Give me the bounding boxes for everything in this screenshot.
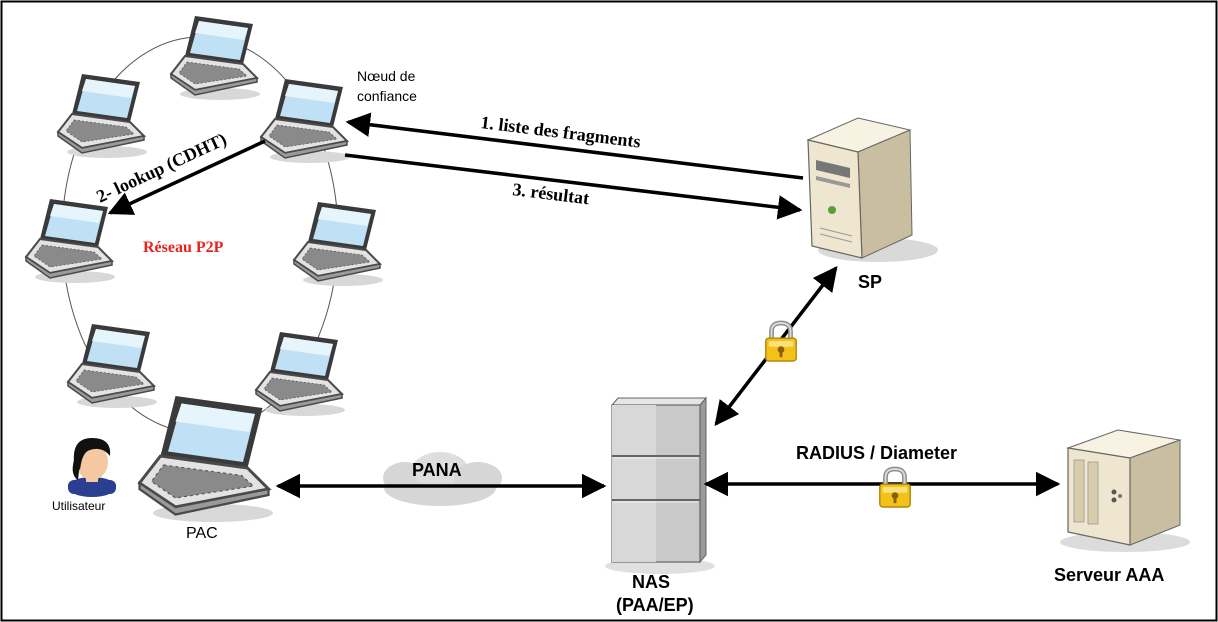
padlock-icon (880, 469, 910, 507)
radius-diameter-label: RADIUS / Diameter (796, 443, 957, 463)
sp-server-icon (806, 117, 938, 262)
aaa-server-icon (1060, 429, 1190, 552)
nas-sublabel: (PAA/EP) (616, 595, 694, 615)
arrow-step2 (107, 139, 266, 215)
user-label: Utilisateur (52, 499, 105, 513)
pana-label: PANA (412, 460, 462, 480)
arrow-step3 (344, 153, 803, 220)
laptop-icon (293, 201, 384, 287)
aaa-server-label: Serveur AAA (1054, 565, 1164, 585)
laptop-icon (57, 73, 148, 159)
trusted-node-label-line1: Nœud de (357, 68, 416, 84)
arrow-step1 (345, 112, 804, 180)
user-icon (68, 438, 116, 497)
nas-server-icon (605, 396, 715, 574)
laptop-icon (255, 331, 346, 417)
trusted-node-label-line2: confiance (357, 88, 417, 104)
step1-label: 1. liste des fragments (480, 112, 642, 151)
laptop-icon (260, 78, 351, 164)
nas-label: NAS (632, 572, 670, 592)
laptop-icon (170, 15, 261, 101)
pac-label: PAC (186, 525, 218, 542)
sp-label: SP (858, 272, 882, 292)
laptop-icon (25, 198, 116, 284)
pac-laptop-icon (137, 394, 275, 524)
padlock-icon (766, 323, 796, 361)
p2p-network-label: Réseau P2P (143, 239, 224, 256)
